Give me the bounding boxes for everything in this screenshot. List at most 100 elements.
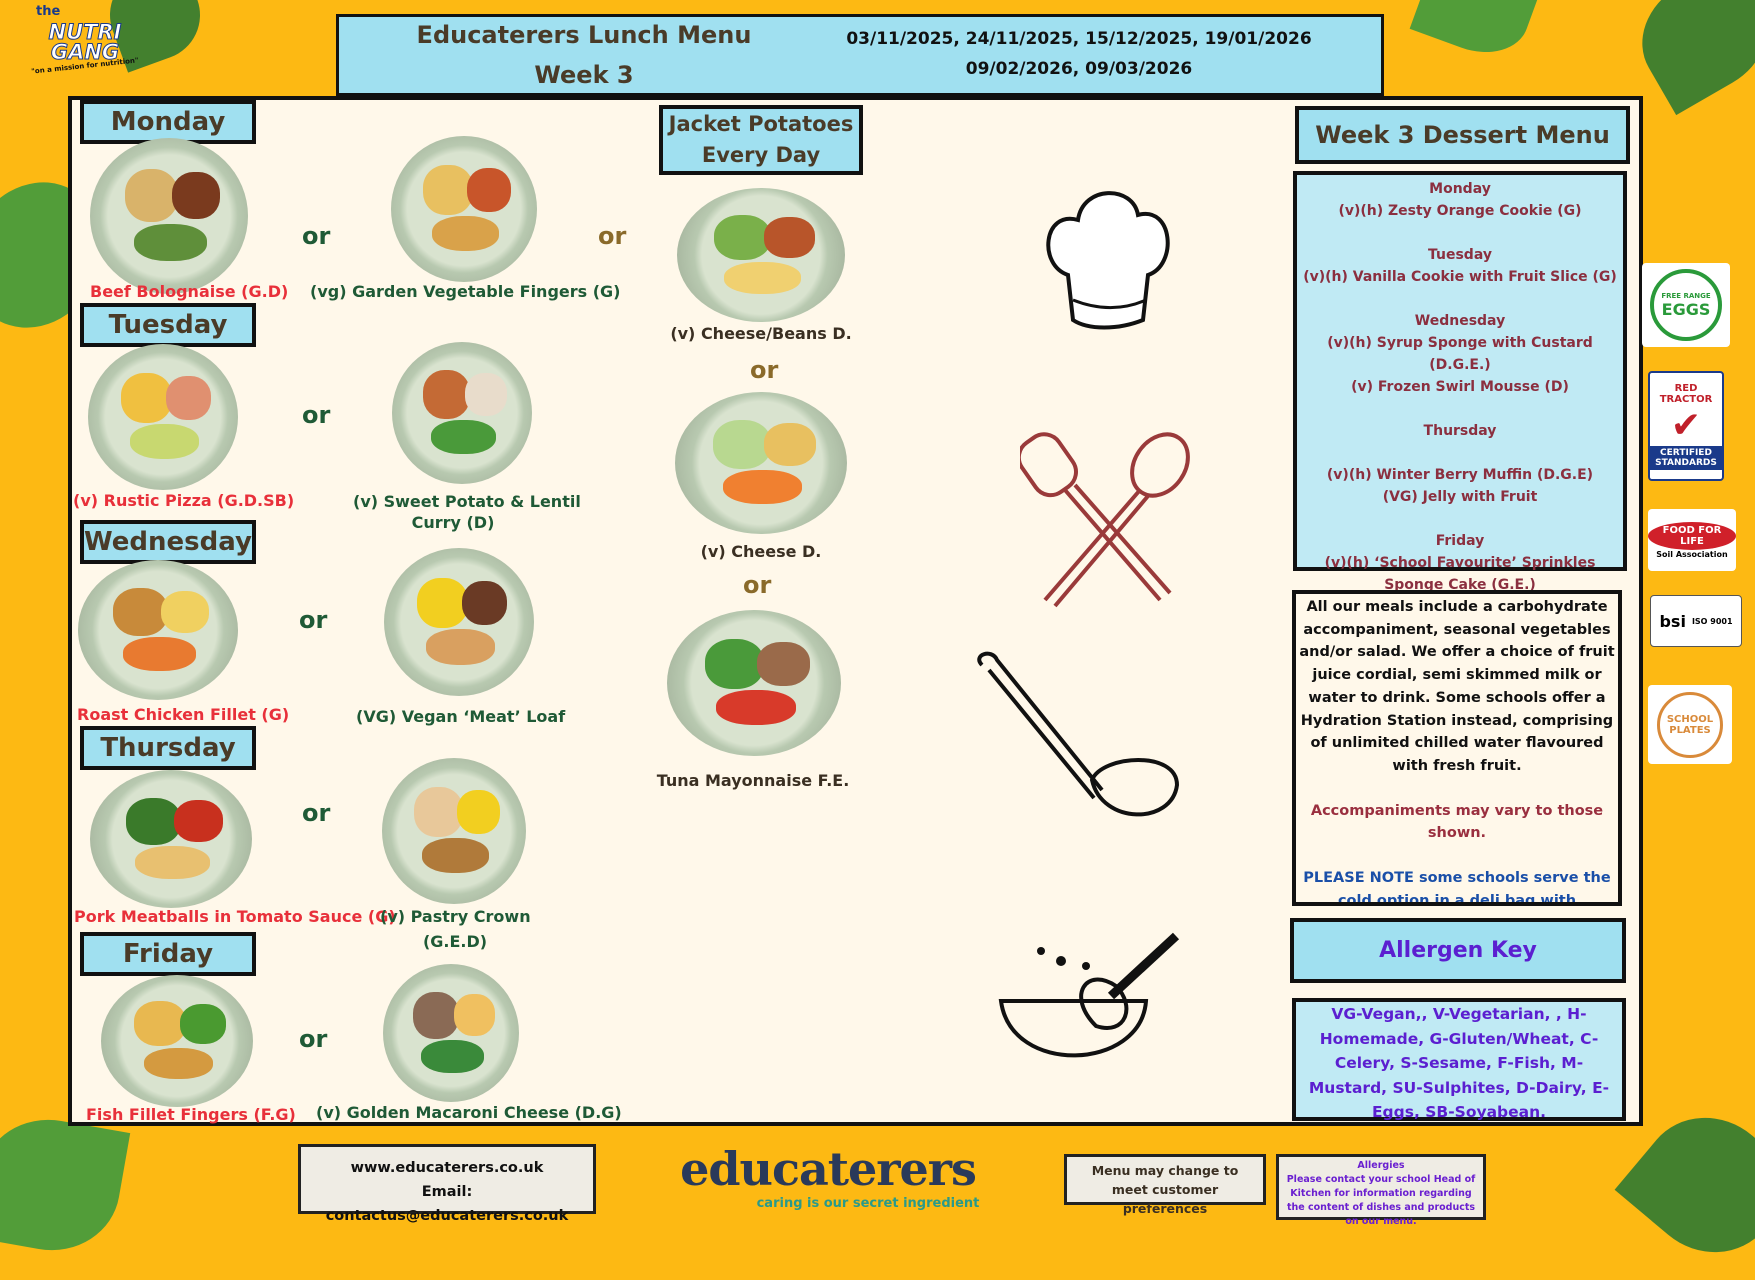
meal-image [392,342,532,484]
educaterers-logo: educaterers caring is our secret ingredi… [668,1142,988,1211]
menu-title: Educaterers Lunch Menu [416,21,752,49]
alt-dish-wednesday: (VG) Vegan ‘Meat’ Loaf [356,707,566,726]
alt-dish-thursday: (v) Pastry Crown (G.E.D) [380,906,531,952]
bsi-badge: bsi ISO 9001 [1650,595,1742,647]
badge-text: CERTIFIED STANDARDS [1650,445,1722,470]
jacket-title-line: Jacket Potatoes [668,112,854,136]
meal-image [88,344,238,490]
day-label-wednesday: Wednesday [80,520,256,564]
alt-dish-line: Curry (D) [411,513,495,532]
badge-text: FREE RANGE [1661,291,1711,300]
badge-text: ISO 9001 [1691,616,1733,626]
badge-text: Soil Association [1656,549,1728,559]
or-separator: or [299,606,328,634]
leaf-decoration [0,1108,131,1262]
leaf-decoration [1409,0,1541,67]
meal-image [90,770,252,908]
day-label-tuesday: Tuesday [80,303,256,347]
week-label: Week 3 [534,61,634,89]
email-link[interactable]: Email: contactus@educaterers.co.uk [325,1184,569,1224]
dessert-line: (v)(h) Winter Berry Muffin (D.G.E) [1326,467,1594,483]
badge-text: bsi [1659,611,1686,631]
deli-bag-note: PLEASE NOTE some schools serve the cold … [1296,867,1618,906]
meal-info-text: All our meals include a carbohydrate acc… [1299,599,1615,774]
brand-name: educaterers [680,1142,977,1196]
alt-dish-line: (v) Sweet Potato & Lentil [353,492,581,511]
jacket-item: (v) Cheese/Beans D. [670,324,852,343]
main-dish-monday: Beef Bolognaise (G.D) [90,282,289,301]
dessert-spacer [1299,508,1621,530]
meal-info: All our meals include a carbohydrate acc… [1292,590,1622,906]
dessert-line: (v)(h) Zesty Orange Cookie (G) [1338,203,1582,219]
logo-text: the [36,4,61,19]
brand-tagline: caring is our secret ingredient [756,1196,980,1211]
meal-image [677,188,845,322]
alt-dish-line: (G.E.D) [422,932,488,951]
red-tractor-badge: RED TRACTOR✔CERTIFIED STANDARDS [1648,371,1724,481]
meal-image [101,975,253,1107]
or-separator: or [299,1025,328,1053]
menu-change-note: Menu may change to meet customer prefere… [1064,1154,1266,1216]
dessert-line: Friday [1435,533,1485,549]
or-separator: or [302,401,331,429]
dessert-line: Monday [1429,181,1491,197]
school-plates-badge: SCHOOL PLATES [1648,685,1732,764]
or-separator: or [750,356,779,384]
allergies-note: Allergies Please contact your school Hea… [1276,1154,1486,1227]
jacket-item: (v) Cheese D. [700,542,822,561]
dessert-spacer [1299,288,1621,310]
dessert-spacer [1299,222,1621,244]
dessert-line: (v)(h) Vanilla Cookie with Fruit Slice (… [1303,269,1617,285]
main-dish-wednesday: Roast Chicken Fillet (G) [77,705,290,724]
day-label-thursday: Thursday [80,726,256,770]
please-note-label: PLEASE NOTE [1303,870,1414,887]
meal-image [383,964,519,1102]
alt-dish-line: (v) Pastry Crown [380,907,531,926]
main-dish-friday: Fish Fillet Fingers (F.G) [86,1105,296,1124]
badge-text: SCHOOL PLATES [1657,691,1723,758]
allergies-text: Please contact your school Head of Kitch… [1286,1174,1476,1227]
dessert-line: Wednesday [1414,313,1506,329]
meal-image [391,136,537,282]
dessert-spacer [1299,442,1621,464]
nutri-gang-logo: the NUTRI GANG "on a mission for nutriti… [30,2,140,77]
jacket-potatoes-title: Jacket Potatoes Every Day [659,105,863,175]
accompaniments-note: Accompaniments may vary to those shown. [1310,802,1604,842]
jacket-title-line: Every Day [701,143,821,167]
badge-text: EGGS [1661,299,1711,319]
dessert-line: Thursday [1423,423,1497,439]
or-separator: or [302,799,331,827]
website-link[interactable]: www.educaterers.co.uk [350,1160,544,1176]
meal-image [675,392,847,534]
dessert-list: Monday (v)(h) Zesty Orange Cookie (G) Tue… [1293,171,1627,593]
dessert-line: (v) Frozen Swirl Mousse (D) [1351,379,1569,395]
spatula-spoon-icon [1020,432,1190,608]
dessert-line: Tuesday [1428,247,1492,263]
menu-dates: 03/11/2025, 24/11/2025, 15/12/2025, 19/0… [846,29,1312,49]
allergen-key-title: Allergen Key [1290,918,1626,983]
chef-hat-icon [1046,191,1170,330]
meal-image [90,138,248,294]
dessert-spacer [1299,398,1621,420]
meal-image [384,548,534,696]
menu-header: Educaterers Lunch Menu Week 3 03/11/2025… [336,14,1384,96]
meal-image [382,758,526,904]
allergen-key-list: VG-Vegan,, V-Vegetarian, , H-Homemade, G… [1292,998,1626,1121]
please-note-text: some schools serve the cold option in a … [1337,870,1611,906]
meal-image [78,560,238,700]
ladle-icon [977,651,1180,817]
alt-dish-monday: (vg) Garden Vegetable Fingers (G) [310,282,621,301]
main-dish-tuesday: (v) Rustic Pizza (G.D.SB) [73,491,295,510]
logo-text: NUTRI [48,20,122,44]
day-label-friday: Friday [80,932,256,976]
badge-text: FOOD FOR LIFE [1648,521,1736,550]
badge-text: RED TRACTOR [1659,382,1713,405]
dessert-menu-title: Week 3 Dessert Menu [1295,106,1630,164]
whisk-bowl-icon [998,932,1180,1058]
tractor-icon: ✔ [1670,404,1702,446]
meal-image [667,610,841,756]
or-separator: or [743,571,772,599]
